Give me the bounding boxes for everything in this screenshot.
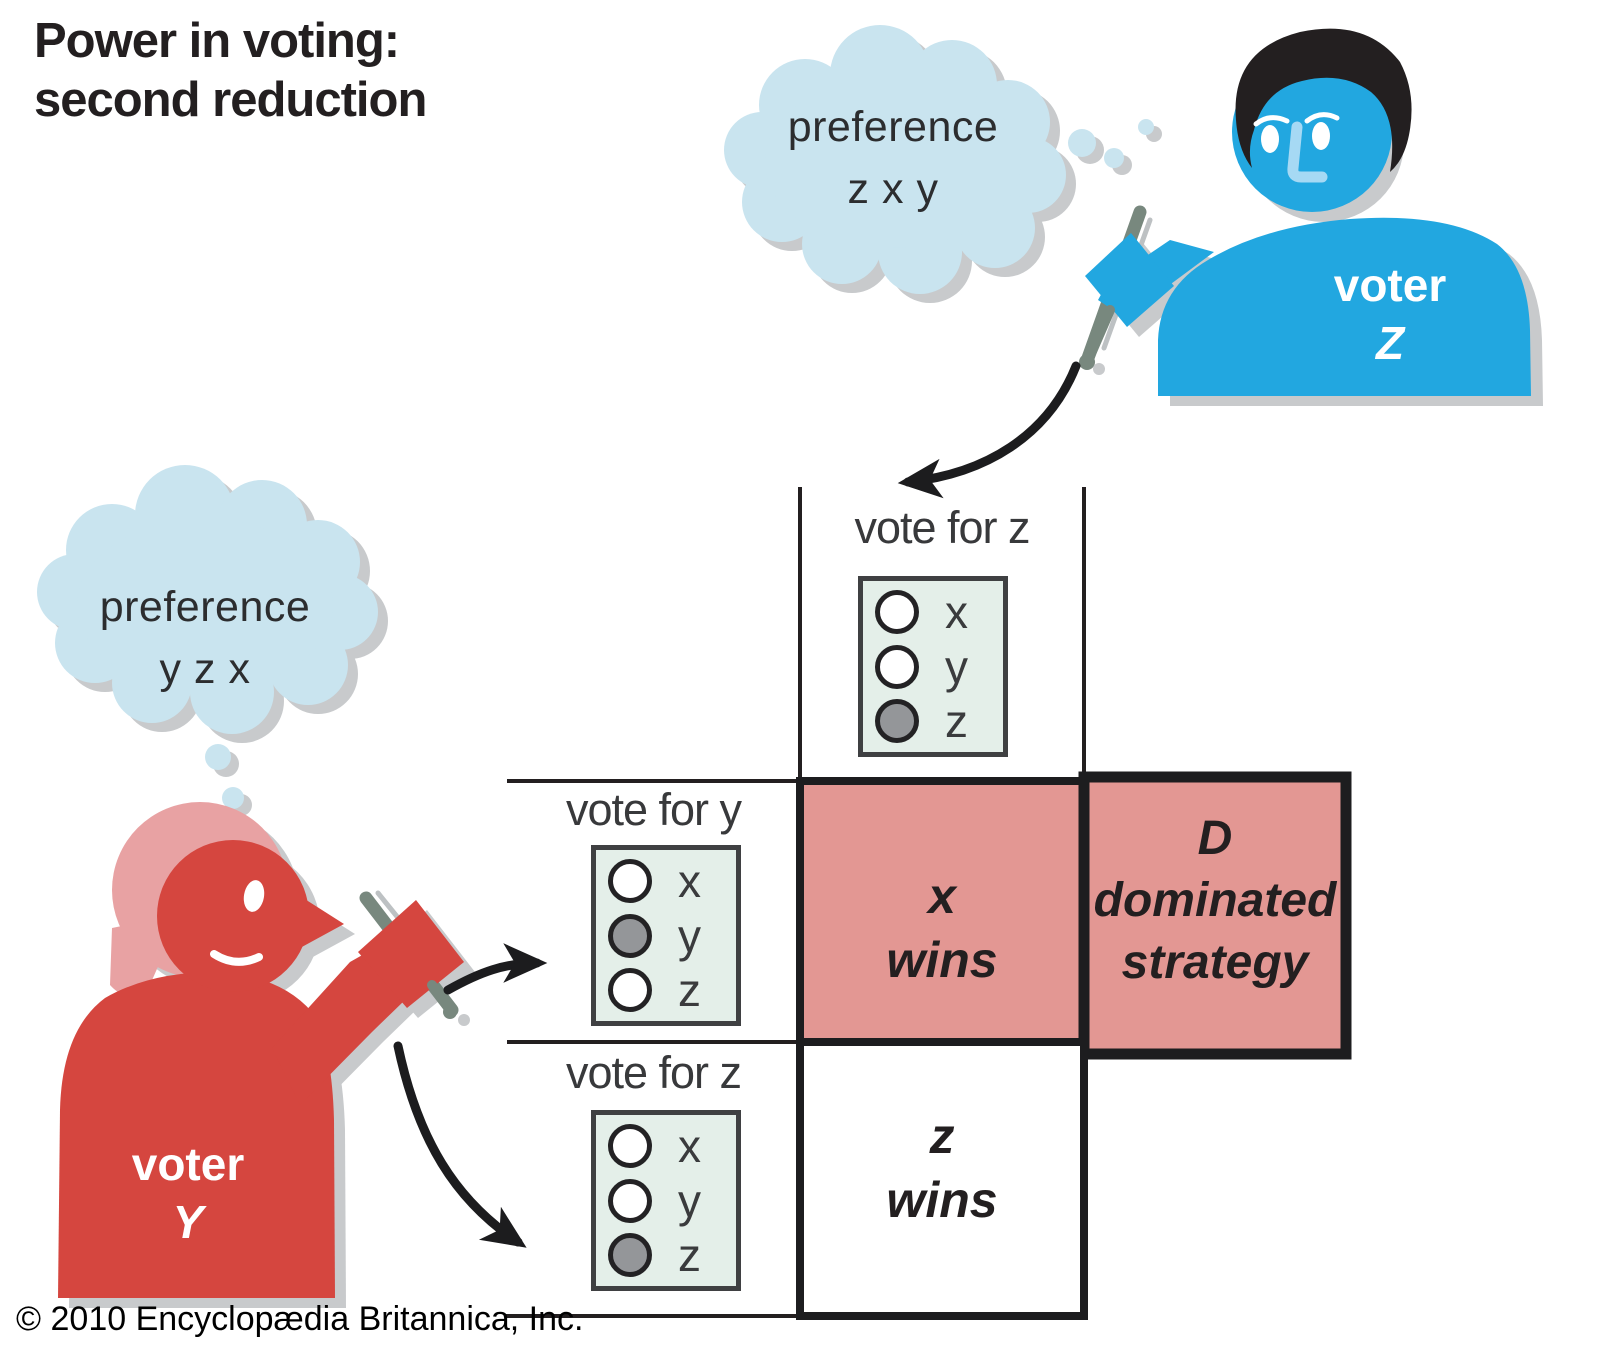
thought-bubble-text-z: preference z x y xyxy=(743,96,1043,220)
outcome-x-line2: wins xyxy=(886,932,998,988)
ballot-option-label: z xyxy=(945,694,968,747)
voter-z-word: voter xyxy=(1333,259,1447,311)
dominated-line2: dominated xyxy=(1093,874,1337,927)
thought-z-line2: z x y xyxy=(847,165,939,213)
ballot-circle xyxy=(875,590,919,635)
voter-y-face xyxy=(210,880,265,966)
voter-y-letter: Y xyxy=(172,1196,204,1248)
arrow-voter-y-to-row2 xyxy=(393,1041,527,1248)
ballot-option: z xyxy=(596,967,736,1013)
thought-z-line1: preference xyxy=(787,103,999,151)
thought-bubble-text-y: preference y z x xyxy=(55,576,355,700)
ballot-column: x y z xyxy=(858,576,1008,757)
thought-trail-z xyxy=(1068,119,1154,168)
voter-y-word: voter xyxy=(131,1138,245,1190)
page-title: Power in voting: second reduction xyxy=(34,12,427,130)
dominated-strategy-text: D dominated strategy xyxy=(1086,808,1344,994)
thought-y-line1: preference xyxy=(99,583,311,631)
voter-y-pen-tip-icon xyxy=(427,980,470,1026)
ballot-circle xyxy=(875,644,919,689)
arrow-voter-y-to-row1 xyxy=(443,943,548,995)
column-header-label: vote for z xyxy=(854,502,1030,553)
thought-bubble-z xyxy=(724,25,1162,303)
ballot-option-label: z xyxy=(678,963,701,1016)
thought-trail-y xyxy=(205,744,244,836)
ballot-option: z xyxy=(863,698,1003,744)
arrow-voter-z-to-column xyxy=(897,361,1081,499)
cell-dominated-strategy xyxy=(1078,771,1352,1060)
dominated-line3: strategy xyxy=(1121,936,1309,989)
ballot-row-2: x y z xyxy=(591,1110,741,1291)
outcome-x-line1: x xyxy=(928,868,956,924)
ballot-circle xyxy=(608,913,652,958)
copyright-notice: © 2010 Encyclopædia Britannica, Inc. xyxy=(16,1300,584,1338)
dominated-line1: D xyxy=(1197,812,1233,865)
ballot-option: x xyxy=(596,858,736,904)
ballot-circle xyxy=(608,1178,652,1223)
voter-z-label: voter Z xyxy=(1300,256,1480,372)
ballot-option-label: x xyxy=(945,586,968,639)
ballot-option-label: y xyxy=(945,640,968,693)
ballot-option-label: z xyxy=(678,1228,701,1281)
ballot-option-label: x xyxy=(678,855,701,908)
voter-z-face xyxy=(1253,112,1340,183)
ballot-option: y xyxy=(596,1178,736,1224)
ballot-option: y xyxy=(863,644,1003,690)
voter-z-hair xyxy=(1235,28,1412,172)
cell-z-wins xyxy=(796,1038,1088,1320)
ballot-option: x xyxy=(596,1123,736,1169)
ballot-row-1: x y z xyxy=(591,845,741,1026)
page-title-line1: Power in voting: xyxy=(34,14,400,68)
row-1-label: vote for y xyxy=(565,784,742,835)
ballot-option-label: y xyxy=(678,1174,701,1227)
voter-y-figure xyxy=(58,802,475,1308)
ballot-option: z xyxy=(596,1232,736,1278)
voter-y-label: voter Y xyxy=(98,1135,278,1251)
voter-z-pen-tip-icon xyxy=(1079,305,1115,375)
voter-z-letter: Z xyxy=(1375,317,1405,369)
ballot-option: y xyxy=(596,913,736,959)
voter-y-hair-flap xyxy=(110,920,160,997)
thought-y-line2: y z x xyxy=(159,645,251,693)
outcome-x-wins: x wins xyxy=(800,864,1084,992)
ballot-circle xyxy=(608,1232,652,1277)
voter-z-figure xyxy=(1079,28,1543,406)
ballot-circle xyxy=(608,859,652,904)
ballot-option-label: x xyxy=(678,1120,701,1173)
voter-y-body xyxy=(58,840,464,1298)
ballot-circle xyxy=(608,1124,652,1169)
ballot-circle xyxy=(875,698,919,743)
outcome-z-wins: z wins xyxy=(800,1104,1084,1232)
ballot-option-label: y xyxy=(678,909,701,962)
row-2-label: vote for z xyxy=(565,1047,742,1098)
ballot-option: x xyxy=(863,589,1003,635)
outcome-z-line1: z xyxy=(929,1108,955,1164)
outcome-z-line2: wins xyxy=(886,1172,998,1228)
ballot-circle xyxy=(608,967,652,1012)
page-title-line2: second reduction xyxy=(34,73,427,127)
